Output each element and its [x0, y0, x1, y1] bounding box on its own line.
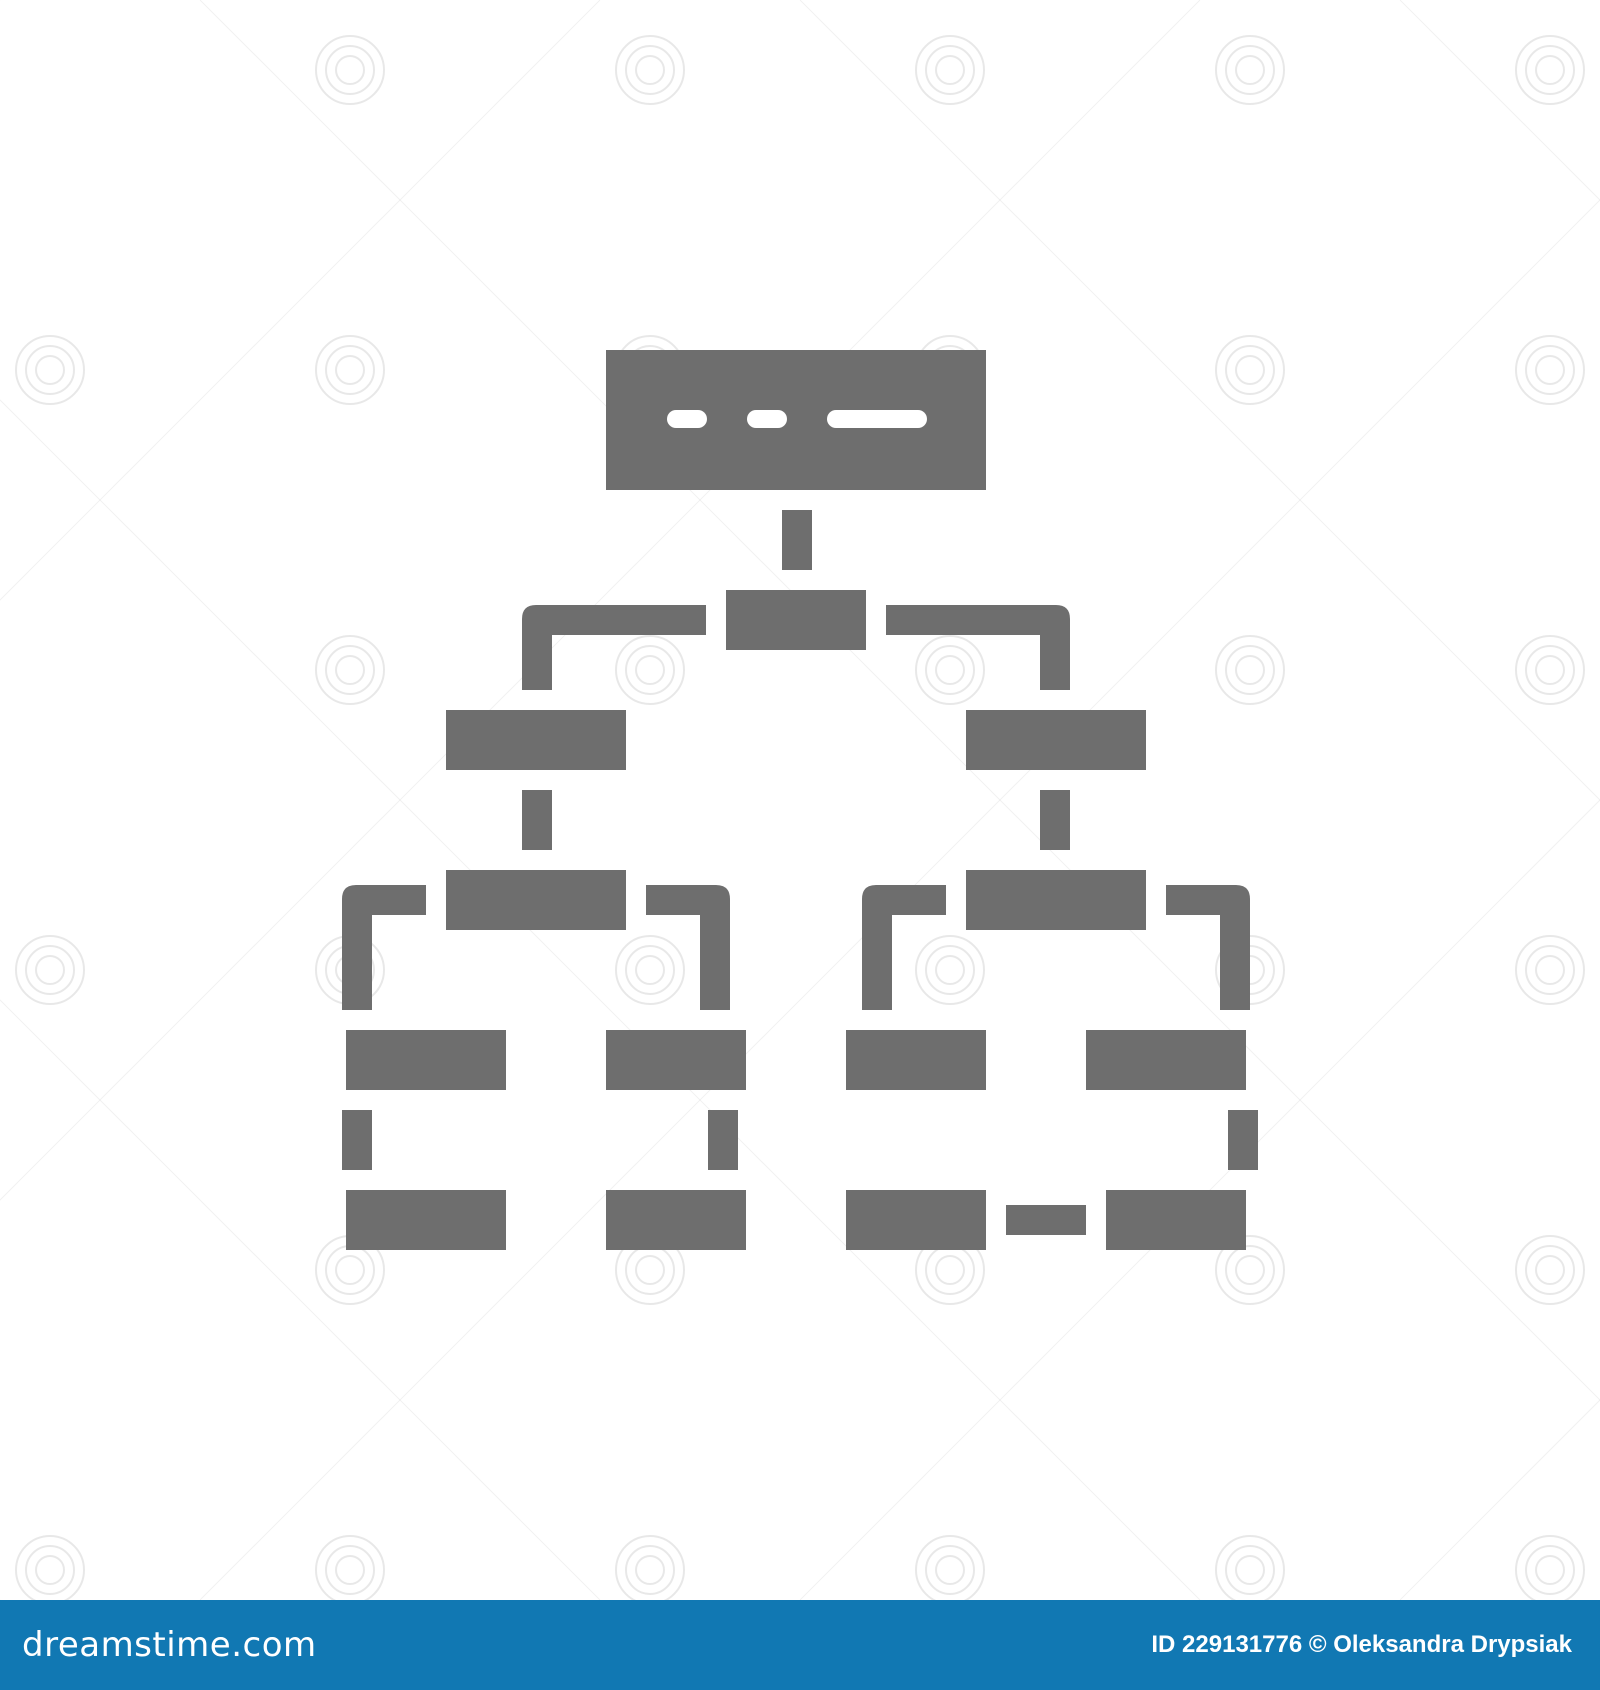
- connector-l2-left: [522, 790, 552, 850]
- footer-credit: ID 229131776 © Oleksandra Drypsiak: [1151, 1631, 1572, 1658]
- level2-right-node: [966, 710, 1146, 770]
- hub-node: [726, 590, 866, 650]
- level5-node-3: [846, 1190, 986, 1250]
- connector-l5-horizontal: [1006, 1205, 1086, 1235]
- root-dash-3: [827, 410, 927, 428]
- root-dash-1: [667, 410, 707, 428]
- footer-brand[interactable]: dreamstime.com: [22, 1625, 317, 1665]
- level3-left-node: [446, 870, 626, 930]
- connector-l3-left-outer: [342, 885, 426, 1010]
- level2-left-node: [446, 710, 626, 770]
- connector-root-hub: [782, 510, 812, 570]
- connector-l3-right-outer: [1166, 885, 1250, 1010]
- level5-node-4: [1106, 1190, 1246, 1250]
- level3-right-node: [966, 870, 1146, 930]
- footer-bar: dreamstime.com ID 229131776 © Oleksandra…: [0, 1600, 1600, 1690]
- root-dash-2: [747, 410, 787, 428]
- root-node: [606, 350, 986, 490]
- level4-node-1: [346, 1030, 506, 1090]
- connector-l2-right: [1040, 790, 1070, 850]
- level4-node-3: [846, 1030, 986, 1090]
- connector-l4-2: [708, 1110, 738, 1170]
- connector-hub-left: [522, 605, 706, 690]
- connector-l4-4: [1228, 1110, 1258, 1170]
- connector-l4-1: [342, 1110, 372, 1170]
- level4-node-2: [606, 1030, 746, 1090]
- level4-node-4: [1086, 1030, 1246, 1090]
- level5-node-2: [606, 1190, 746, 1250]
- connector-l3-right-inner: [862, 885, 946, 1010]
- level5-node-1: [346, 1190, 506, 1250]
- connector-l3-left-inner: [646, 885, 730, 1010]
- hierarchy-flowchart-icon: [342, 350, 1258, 1250]
- connector-hub-right: [886, 605, 1070, 690]
